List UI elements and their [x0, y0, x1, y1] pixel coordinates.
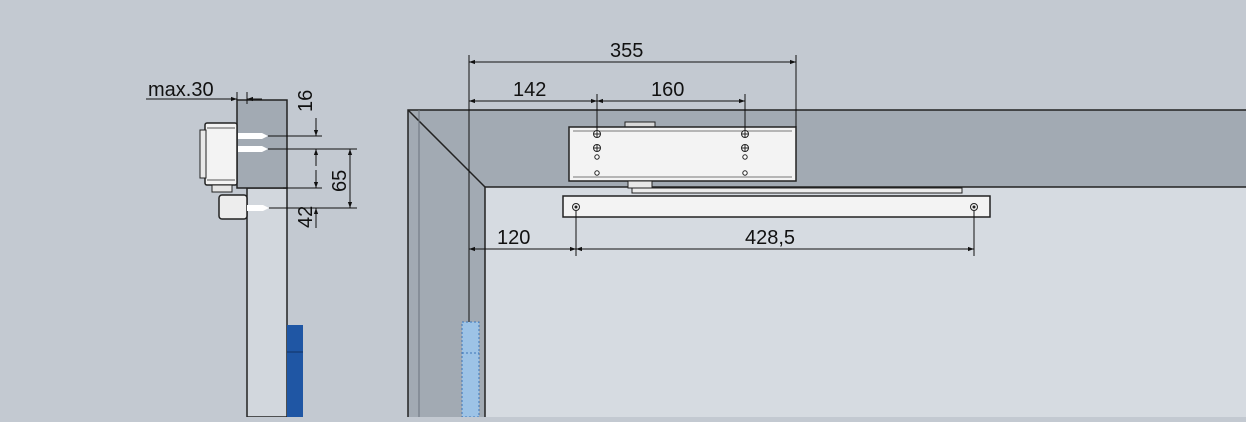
- door-opening: [485, 187, 1246, 417]
- label-16: 16: [295, 90, 317, 112]
- screw-marker: [238, 133, 268, 139]
- label-160: 160: [651, 79, 684, 101]
- hinge-light-blue: [461, 321, 480, 418]
- label-428-5: 428,5: [745, 227, 795, 249]
- dim-max30: [146, 92, 262, 104]
- frame-outline: [407, 109, 1246, 417]
- frame-head-side: [236, 99, 288, 189]
- label-42: 42: [295, 206, 317, 228]
- screw-marker: [238, 146, 268, 152]
- label-max30: max.30: [148, 79, 214, 101]
- label-65: 65: [329, 170, 351, 192]
- front-view: 355 142 160 120 428,5: [407, 40, 1246, 418]
- screw-marker: [247, 205, 269, 211]
- label-355: 355: [610, 40, 643, 62]
- closer-body-side: [199, 122, 238, 193]
- side-view: max.30 16 65 42: [146, 79, 357, 418]
- closer-body-front: [568, 121, 797, 189]
- hinge-blue: [287, 325, 303, 417]
- label-120: 120: [497, 227, 530, 249]
- door-leaf-side: [246, 187, 288, 418]
- slide-rail: [562, 187, 991, 218]
- arm-shoe-side: [218, 194, 248, 220]
- label-142: 142: [513, 79, 546, 101]
